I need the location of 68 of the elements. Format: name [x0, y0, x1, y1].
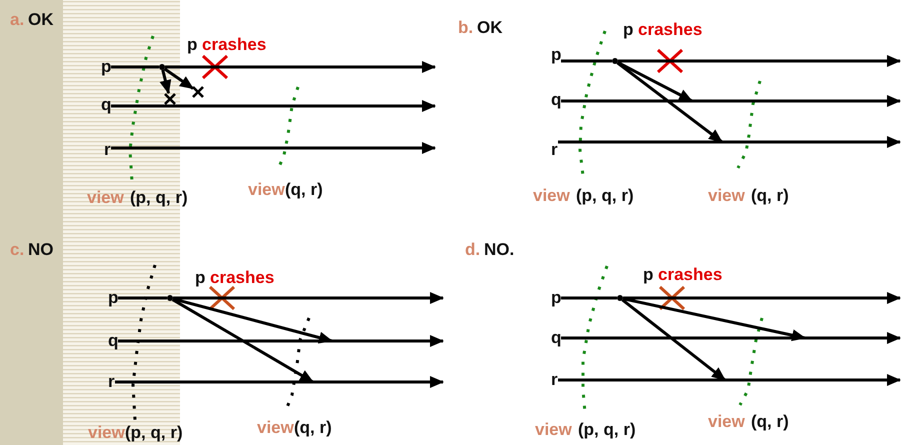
- message-arrow: [172, 298, 314, 384]
- view-label: view: [708, 186, 745, 206]
- view-label: view: [88, 423, 125, 443]
- timeline-arrow: [558, 374, 901, 386]
- process-name: p: [195, 268, 206, 288]
- view-label: view: [87, 188, 124, 208]
- process-label: q: [101, 95, 112, 115]
- view-members: (p, q, r): [130, 188, 188, 208]
- view-members: (p, q, r): [125, 423, 183, 443]
- process-label: q: [551, 90, 562, 110]
- process-label: p: [108, 288, 118, 308]
- timeline-arrow: [173, 292, 444, 304]
- timeline-arrow: [111, 142, 436, 154]
- view-label: view: [248, 180, 285, 200]
- process-label: r: [551, 140, 558, 160]
- junction-dot: [612, 58, 618, 64]
- process-label: p: [551, 288, 562, 308]
- message-arrow: [160, 70, 172, 94]
- lost-message-mark: [164, 93, 176, 105]
- panel-letter: a.: [10, 10, 24, 30]
- panel-letter: b.: [458, 18, 474, 38]
- timeline-arrow: [561, 332, 901, 344]
- process-label: r: [104, 140, 111, 160]
- junction-dot: [617, 295, 623, 301]
- message-arrow: [164, 67, 194, 90]
- message-arrow: [621, 298, 726, 382]
- view-members: (q, r): [751, 412, 789, 432]
- view-members: (p, q, r): [578, 420, 636, 440]
- crash-label: crashes: [638, 20, 702, 40]
- message-arrow: [622, 297, 806, 342]
- timeline-arrow: [165, 61, 436, 73]
- panel-verdict: NO: [28, 240, 54, 260]
- view-members: (q, r): [285, 180, 323, 200]
- timeline-arrow: [623, 292, 901, 304]
- timeline-arrow: [115, 376, 444, 388]
- process-label: r: [108, 372, 115, 392]
- process-name: p: [643, 265, 654, 285]
- timeline-arrow: [558, 136, 901, 148]
- crash-label: crashes: [658, 265, 722, 285]
- process-name: p: [623, 20, 634, 40]
- panel-letter: d.: [465, 240, 480, 260]
- crash-label: crashes: [210, 268, 274, 288]
- panel-verdict: OK: [477, 18, 502, 38]
- view-label: view: [708, 412, 745, 432]
- process-label: r: [551, 370, 558, 390]
- lost-message-mark: [192, 86, 204, 98]
- process-label: p: [551, 45, 562, 65]
- timeline-arrow: [111, 100, 436, 112]
- view-label: view: [257, 418, 294, 438]
- message-arrow: [616, 62, 723, 144]
- view-members: (q, r): [294, 418, 332, 438]
- process-name: p: [187, 35, 198, 55]
- view-label: view: [533, 186, 570, 206]
- view-members: (q, r): [751, 186, 789, 206]
- process-label: q: [551, 328, 562, 348]
- process-label: q: [108, 331, 118, 351]
- panel-letter: c.: [10, 240, 24, 260]
- view-label: view: [535, 420, 572, 440]
- crash-label: crashes: [202, 35, 266, 55]
- message-arrow: [616, 61, 693, 102]
- message-arrow: [172, 297, 333, 344]
- panel-verdict: OK: [28, 10, 54, 30]
- view-members: (p, q, r): [576, 186, 634, 206]
- timeline-arrow: [618, 55, 901, 67]
- timeline-arrow: [118, 335, 444, 347]
- process-label: p: [101, 57, 112, 77]
- timeline-arrow: [561, 95, 901, 107]
- panel-verdict: NO.: [484, 240, 514, 260]
